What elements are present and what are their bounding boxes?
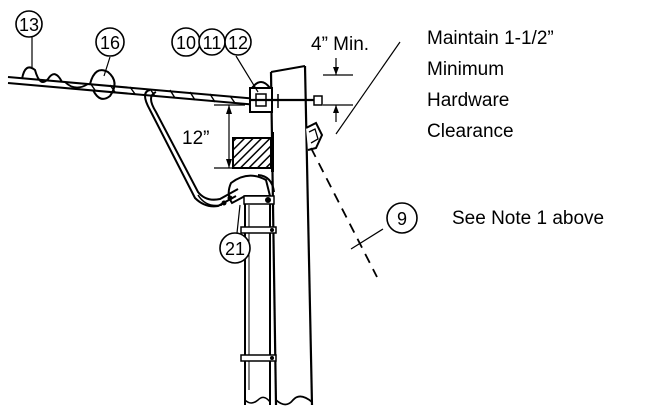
riser-conduit: [227, 174, 277, 405]
clevis-hardware: [249, 81, 323, 113]
callout-11: 11: [198, 28, 226, 56]
svg-text:21: 21: [225, 239, 245, 259]
dimension-4in-label: 4” Min.: [311, 34, 369, 55]
note-maintain-line4: Clearance: [427, 121, 514, 142]
note-maintain-line1: Maintain 1-1/2”: [427, 28, 554, 49]
callout-21: 21: [219, 232, 251, 264]
note-maintain-line3: Hardware: [427, 90, 509, 111]
dimension-4in-min: [323, 58, 353, 122]
callout-16: 16: [95, 27, 125, 57]
callout-13: 13: [15, 10, 43, 38]
callout-10: 10: [171, 27, 201, 57]
dimension-12in-label: 12”: [182, 128, 209, 149]
note-maintain-line2: Minimum: [427, 59, 504, 80]
leader-lines: [31, 37, 401, 250]
svg-text:10: 10: [176, 33, 196, 53]
callout-9: 9: [386, 202, 418, 234]
svg-text:12: 12: [228, 33, 248, 53]
callout-12: 12: [224, 28, 252, 56]
svg-text:11: 11: [203, 33, 222, 53]
dimension-12in: [214, 104, 245, 169]
note-see-note-1: See Note 1 above: [452, 208, 604, 229]
pole: [269, 65, 314, 406]
svg-text:13: 13: [19, 15, 39, 35]
guy-dashed-line: [310, 147, 378, 278]
service-drop-cable: [7, 66, 259, 208]
pole-bracket: [305, 121, 324, 151]
hatched-block: [232, 132, 274, 172]
svg-text:9: 9: [397, 209, 407, 229]
svg-text:16: 16: [100, 33, 120, 53]
